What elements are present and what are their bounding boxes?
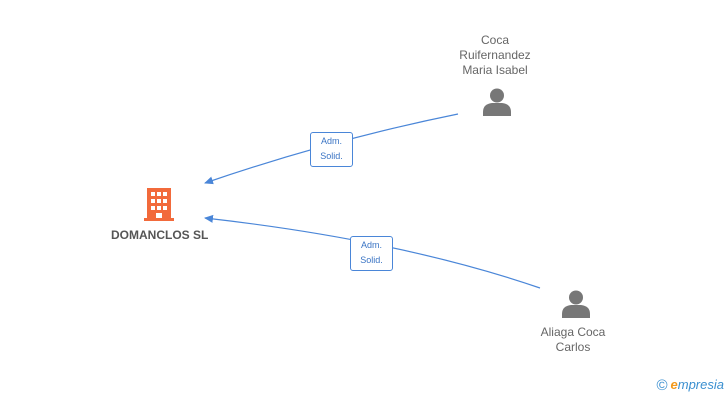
- person-name-line: Coca: [480, 33, 509, 47]
- person-name-line: Maria Isabel: [462, 63, 528, 77]
- edge-label-line: Adm.: [360, 240, 382, 250]
- edge-label-line: Solid.: [320, 151, 343, 161]
- person-name-line: Aliaga Coca: [540, 325, 606, 339]
- edge-label-1[interactable]: Adm. Solid.: [310, 132, 353, 167]
- person-name-line: Ruifernandez: [459, 48, 531, 62]
- empresia-logo: ©empresia: [656, 377, 724, 394]
- person-icon[interactable]: [562, 290, 590, 319]
- edge-label-line: Solid.: [360, 255, 383, 265]
- brand-name: mpresia: [677, 377, 724, 392]
- person-name-line: Carlos: [555, 340, 591, 354]
- person-name-1[interactable]: Coca Ruifernandez Maria Isabel: [435, 33, 555, 78]
- company-name[interactable]: DOMANCLOS SL: [111, 228, 209, 242]
- copyright-icon: ©: [656, 377, 668, 394]
- edge-label-line: Adm.: [320, 136, 342, 146]
- building-icon[interactable]: [144, 188, 174, 221]
- person-icon[interactable]: [483, 88, 511, 117]
- brand-initial: e: [670, 377, 678, 392]
- person-name-2[interactable]: Aliaga Coca Carlos: [513, 325, 633, 355]
- edge-label-2[interactable]: Adm. Solid.: [350, 236, 393, 271]
